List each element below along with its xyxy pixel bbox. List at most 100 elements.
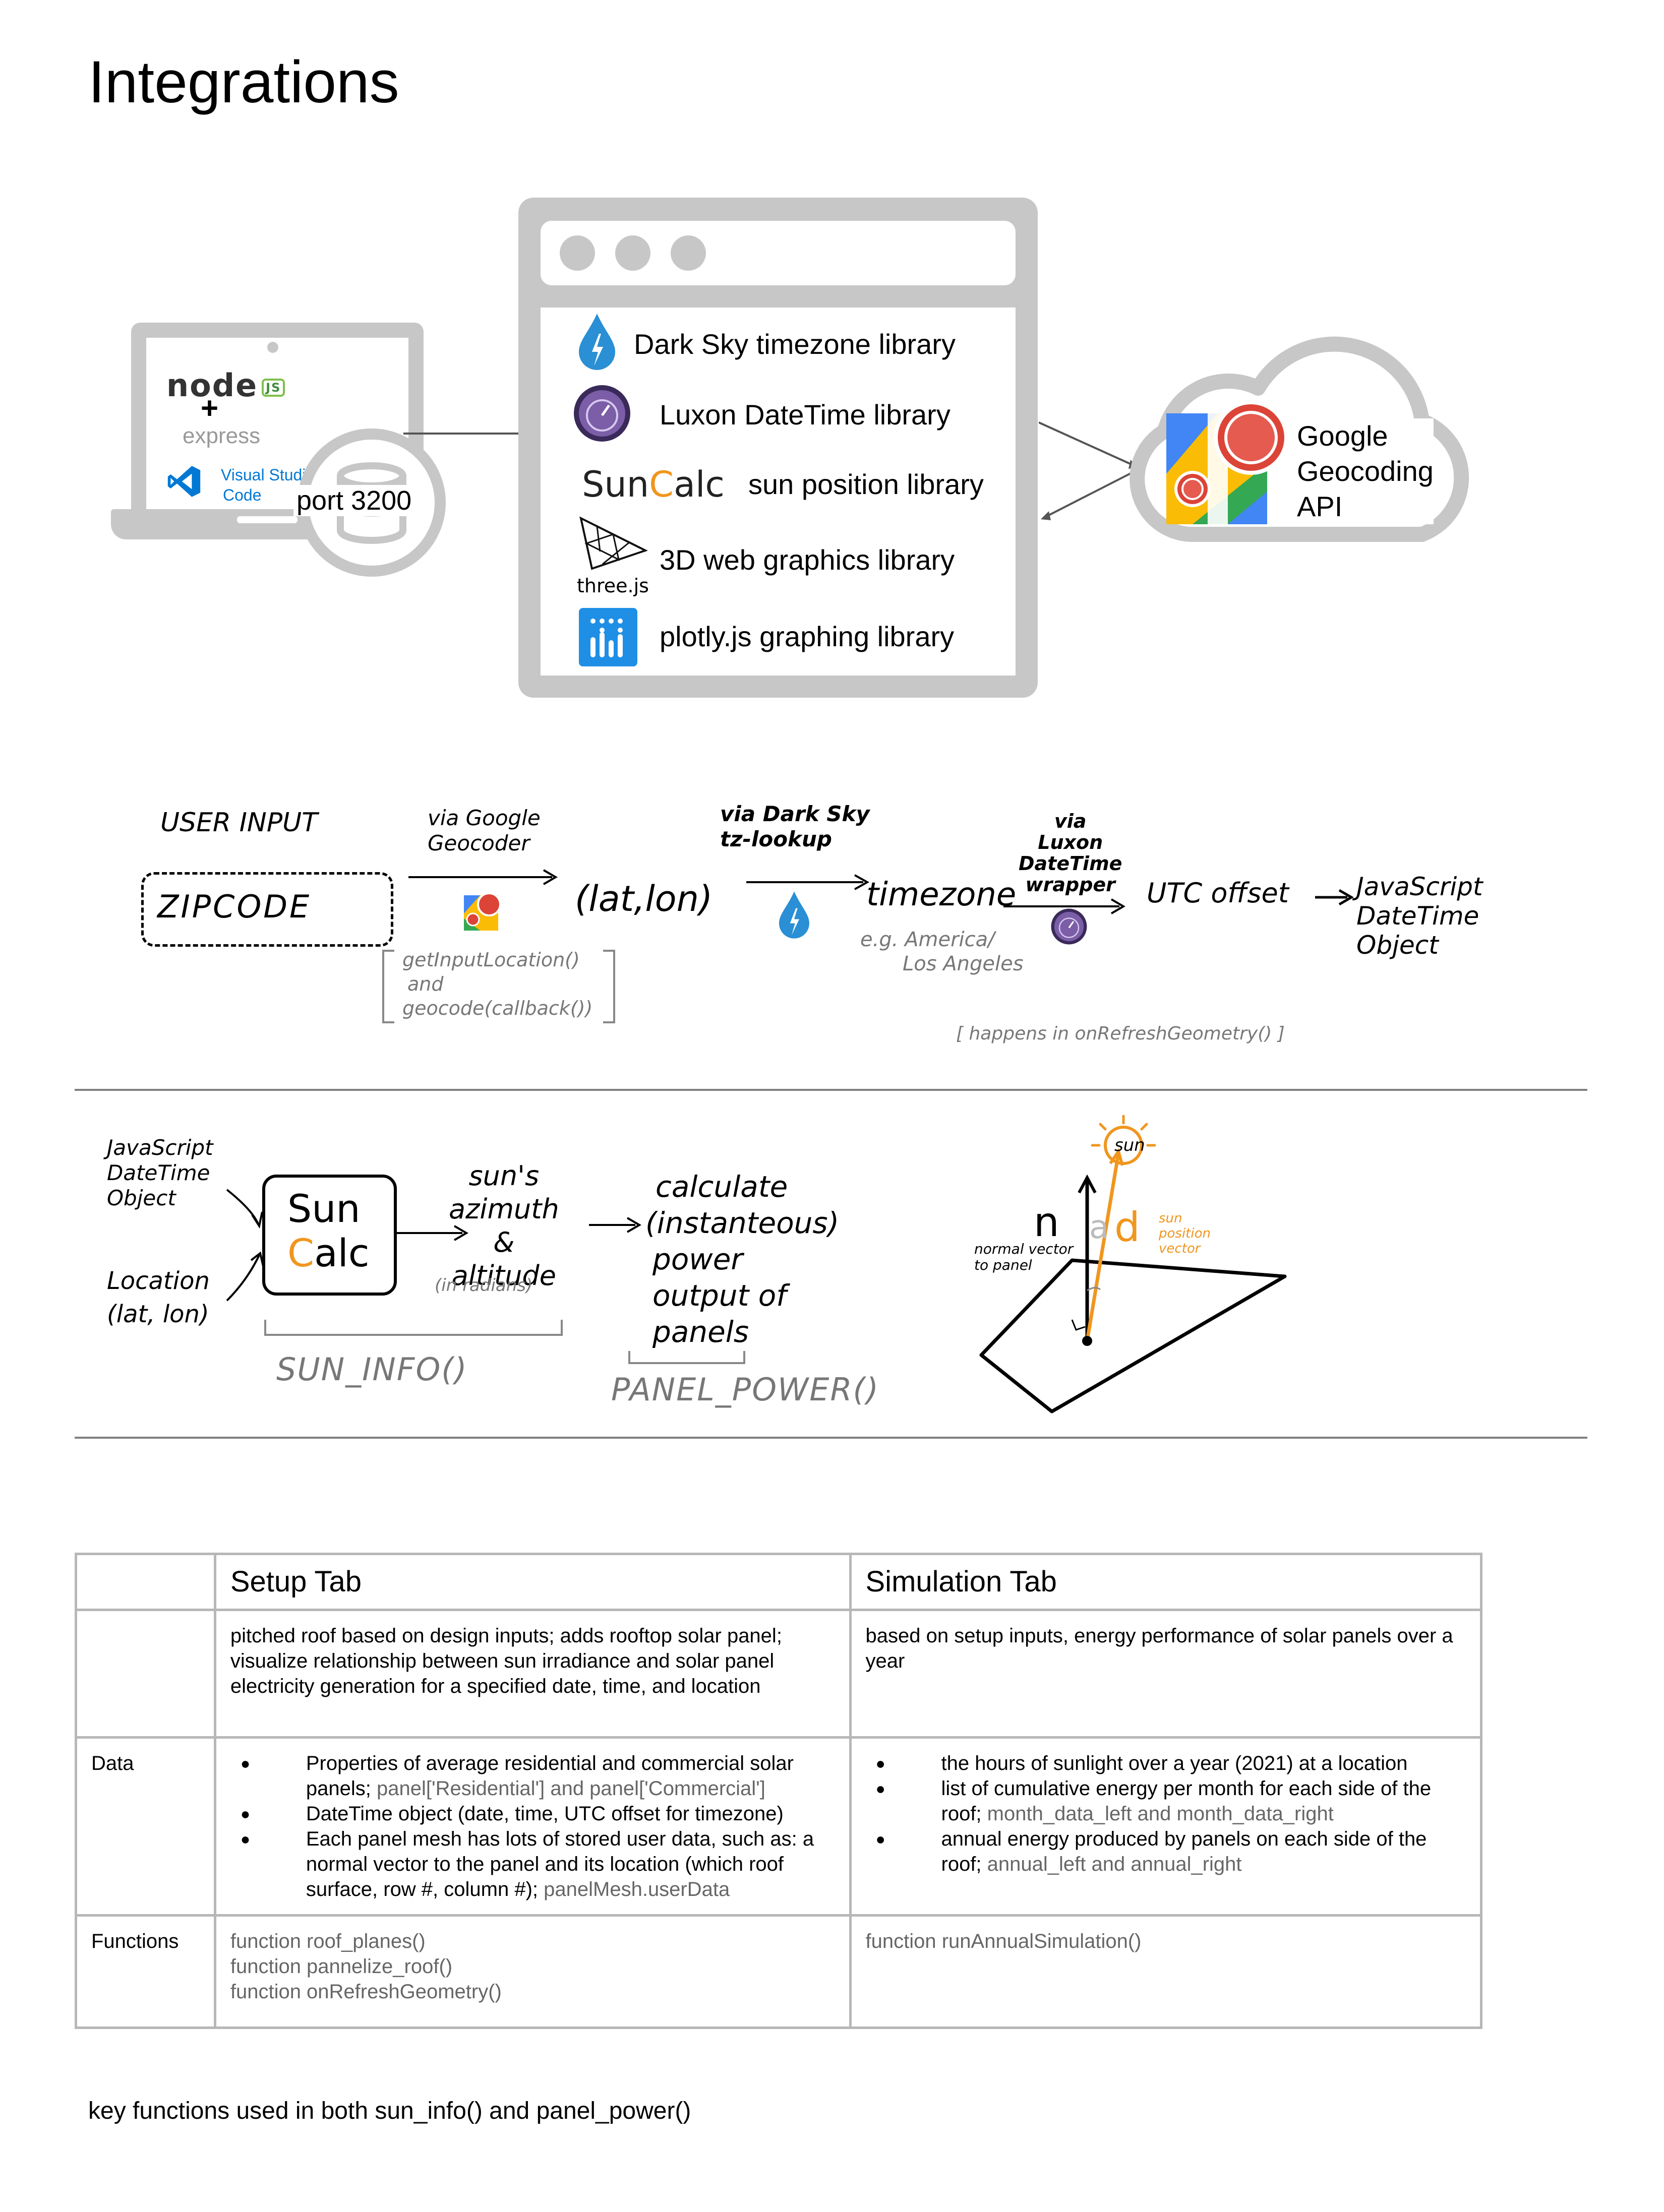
arrow-latlon-to-timezone bbox=[746, 874, 870, 890]
zipcode-box bbox=[141, 872, 393, 947]
section-divider-1 bbox=[75, 1089, 1587, 1091]
google-geocoder-small-icon bbox=[460, 888, 505, 936]
library-label-suncalc: sun position library bbox=[748, 468, 984, 500]
sun-info-bracket bbox=[264, 1320, 563, 1336]
simulation-functions-cell: function runAnnualSimulation() bbox=[849, 1914, 1482, 2029]
table-header-simulation: Simulation Tab bbox=[849, 1553, 1482, 1611]
window-dot-2 bbox=[615, 235, 650, 271]
arrows-to-suncalc bbox=[226, 1189, 264, 1302]
setup-data-cell: Properties of average residential and co… bbox=[213, 1736, 852, 1917]
arrows-browser-cloud bbox=[1039, 421, 1138, 520]
simulation-description: based on setup inputs, energy performanc… bbox=[849, 1609, 1482, 1739]
page-title: Integrations bbox=[88, 49, 399, 115]
dark-sky-small-icon bbox=[777, 890, 812, 943]
dark-sky-icon bbox=[577, 312, 617, 375]
camera-dot bbox=[267, 342, 278, 353]
footer-note: key functions used in both sun_info() an… bbox=[88, 2098, 691, 2124]
section-divider-2 bbox=[75, 1437, 1587, 1439]
library-label-darksky: Dark Sky timezone library bbox=[634, 328, 956, 360]
list-item: Properties of average residential and co… bbox=[241, 1751, 835, 1801]
suncalc-logo: SunCalc bbox=[582, 464, 725, 505]
row-label-data: Data bbox=[75, 1736, 216, 1917]
diagram-n-label: n bbox=[1034, 1199, 1059, 1246]
plotly-icon bbox=[579, 608, 637, 669]
row-label-functions: Functions bbox=[75, 1914, 216, 2029]
browser-title-bar bbox=[541, 221, 1016, 285]
location-input-label: Location(lat, lon) bbox=[107, 1267, 210, 1328]
table-row: Data Properties of average residential a… bbox=[75, 1736, 1482, 1917]
diagram-a-label: a bbox=[1089, 1209, 1109, 1246]
timezone-label: timezone bbox=[866, 876, 1017, 913]
arrow-utc-to-datetime bbox=[1315, 889, 1354, 906]
latlon-label: (lat,lon) bbox=[575, 878, 713, 919]
setup-functions-cell: function roof_planes() function panneliz… bbox=[213, 1914, 852, 2029]
simulation-data-list: the hours of sunlight over a year (2021)… bbox=[866, 1751, 1466, 1877]
table-cell-empty bbox=[75, 1553, 216, 1611]
arrow-angles-to-power bbox=[589, 1217, 641, 1233]
table-row: Setup Tab Simulation Tab bbox=[75, 1553, 1482, 1611]
simulation-data-cell: the hours of sunlight over a year (2021)… bbox=[849, 1736, 1482, 1917]
panel-power-bracket bbox=[628, 1351, 745, 1364]
libraries-panel: Dark Sky timezone library Luxon DateTime… bbox=[541, 308, 1016, 675]
sun-info-function-label: SUN_INFO() bbox=[276, 1351, 468, 1388]
express-logo: express bbox=[183, 423, 261, 448]
list-item: the hours of sunlight over a year (2021)… bbox=[876, 1751, 1466, 1776]
port-label: port 3200 bbox=[293, 485, 415, 516]
table-row: pitched roof based on design inputs; add… bbox=[75, 1609, 1482, 1739]
utc-offset-label: UTC offset bbox=[1147, 877, 1289, 909]
user-input-label: USER INPUT bbox=[160, 808, 318, 838]
luxon-small-icon bbox=[1050, 907, 1088, 948]
list-item: Each panel mesh has lots of stored user … bbox=[241, 1826, 835, 1902]
suncalc-box: Sun Calc bbox=[262, 1175, 397, 1296]
window-dot-3 bbox=[671, 235, 706, 271]
suncalc-box-logo: Sun Calc bbox=[287, 1186, 370, 1275]
arrow-to-browser bbox=[403, 428, 524, 439]
list-item: annual energy produced by panels on each… bbox=[876, 1826, 1466, 1877]
diagram-sun-label: sun bbox=[1114, 1135, 1145, 1155]
tabs-summary-table: Setup Tab Simulation Tab pitched roof ba… bbox=[75, 1553, 1482, 2029]
vscode-icon bbox=[166, 464, 202, 502]
table-header-setup: Setup Tab bbox=[213, 1553, 852, 1611]
table-cell-empty bbox=[75, 1609, 216, 1739]
arrow-timezone-to-utc bbox=[1003, 898, 1125, 914]
list-item: DateTime object (date, time, UTC offset … bbox=[241, 1801, 835, 1826]
library-label-plotly: plotly.js graphing library bbox=[660, 621, 955, 652]
browser-window: Dark Sky timezone library Luxon DateTime… bbox=[518, 198, 1038, 698]
vscode-label: Visual Studio Code bbox=[221, 466, 315, 504]
plus-sign: + bbox=[201, 391, 219, 425]
table-row: Functions function roof_planes() functio… bbox=[75, 1914, 1482, 2029]
in-radians-label: (in radians) bbox=[435, 1275, 533, 1296]
function-bracket bbox=[382, 950, 615, 1023]
setup-data-list: Properties of average residential and co… bbox=[230, 1751, 835, 1902]
calculate-power-label: calculate (instanteous) power output of … bbox=[645, 1170, 840, 1349]
luxon-icon bbox=[572, 383, 632, 446]
happens-in-label: [ happens in onRefreshGeometry() ] bbox=[956, 1023, 1285, 1044]
window-dot-1 bbox=[560, 235, 595, 271]
threejs-icon bbox=[577, 515, 648, 573]
panel-vector-diagram bbox=[979, 1115, 1287, 1414]
geocoding-api-label: Google Geocoding API bbox=[1297, 418, 1434, 524]
library-label-luxon: Luxon DateTime library bbox=[660, 399, 950, 431]
timezone-example: e.g. America/Los Angeles bbox=[860, 928, 1024, 975]
google-maps-icon bbox=[1162, 398, 1293, 537]
panel-power-function-label: PANEL_POWER() bbox=[611, 1371, 879, 1408]
server-database-icon: port 3200 bbox=[293, 428, 446, 577]
list-item: list of cumulative energy per month for … bbox=[876, 1776, 1466, 1826]
cloud-shape bbox=[1130, 336, 1469, 542]
diagram-d-label: d bbox=[1114, 1204, 1140, 1251]
zipcode-label: ZIPCODE bbox=[157, 888, 312, 925]
setup-description: pitched roof based on design inputs; add… bbox=[213, 1609, 852, 1739]
arrow-zip-to-latlon bbox=[408, 869, 558, 885]
threejs-caption: three.js bbox=[577, 575, 649, 597]
library-label-threejs: 3D web graphics library bbox=[660, 544, 955, 576]
